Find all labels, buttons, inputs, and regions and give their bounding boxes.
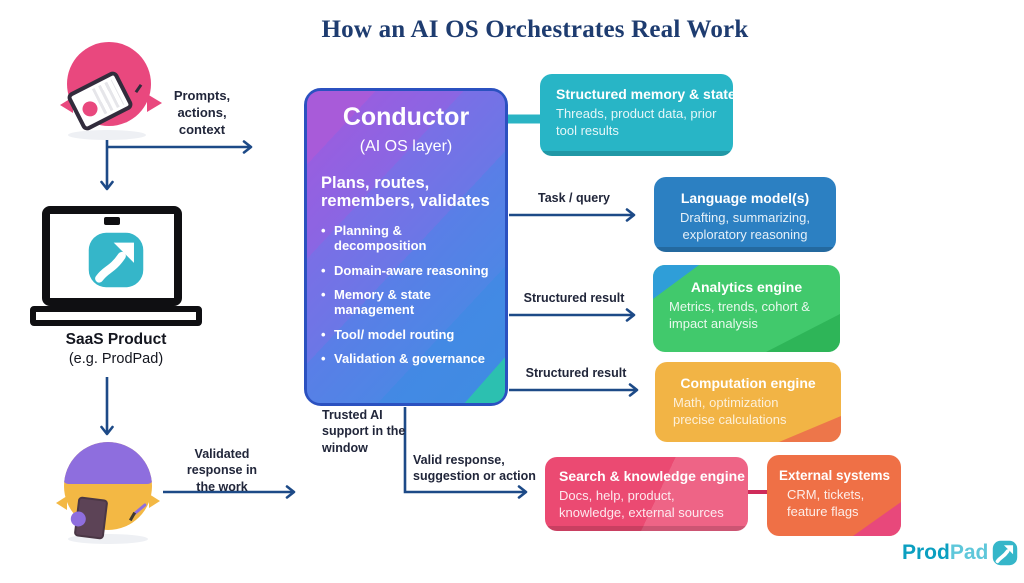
tablet-icon (69, 496, 109, 540)
page-title: How an AI OS Orchestrates Real Work (321, 16, 749, 43)
arrow-valid-response (403, 407, 528, 499)
laptop-icon (30, 196, 202, 328)
language-model-box: Language model(s) Drafting, summarizing,… (654, 177, 836, 252)
saas-product-subtitle: (e.g. ProdPad) (68, 351, 164, 367)
structured-result-label: Structured result (523, 291, 625, 305)
box-title: Computation engine (680, 375, 816, 391)
brand-text-light: Pad (949, 541, 989, 564)
prompts-label: Prompts, actions, context (173, 88, 231, 137)
brand-text-bold: Prod (902, 541, 950, 564)
trusted-support-label: Trusted AI support in the window (322, 408, 406, 455)
box-desc: Docs, help, product, knowledge, external… (559, 488, 724, 520)
external-systems-box: External systems CRM, tickets, feature f… (767, 455, 901, 536)
conductor-bullet: Planning & decomposition (321, 223, 495, 254)
conductor-tagline: Plans, routes, remembers, validates (321, 174, 490, 211)
box-title: Language model(s) (680, 190, 810, 206)
clipboard-dot (79, 98, 101, 119)
box-title: External systems (779, 468, 891, 483)
conductor-bullet: Tool/ model routing (321, 327, 495, 343)
laptop-base (30, 306, 202, 326)
response-user-character-icon (56, 438, 160, 544)
conductor-subtitle: (AI OS layer) (359, 138, 453, 155)
box-title: Structured memory & state (556, 86, 733, 102)
box-desc: Drafting, summarizing, exploratory reaso… (679, 210, 811, 242)
character-cap (64, 442, 152, 484)
box-desc: Metrics, trends, cohort & impact analysi… (669, 299, 810, 331)
conductor-bullet-list: Planning & decomposition Domain-aware re… (321, 223, 495, 367)
character-shadow (68, 130, 146, 140)
box-desc: Threads, product data, prior tool result… (556, 106, 717, 138)
character-ear (147, 94, 162, 112)
task-query-label: Task / query (537, 191, 611, 205)
structured-result-label: Structured result (525, 366, 627, 380)
valid-response-label: Valid response, suggestion or action (413, 453, 536, 484)
prodpad-arrow-icon (993, 540, 1018, 566)
validated-response-label: Validated response in the work (186, 447, 258, 494)
saas-product-title: SaaS Product (65, 331, 167, 348)
laptop-camera (104, 217, 120, 225)
conductor-bullet: Validation & governance (321, 351, 495, 367)
box-desc: CRM, tickets, feature flags (787, 487, 865, 519)
conductor-box: Conductor (AI OS layer) Plans, routes, r… (304, 88, 508, 406)
saas-product-label: SaaS Product (e.g. ProdPad) (30, 331, 202, 367)
conductor-title: Conductor (342, 103, 470, 131)
box-desc: Math, optimization precise calculations (673, 395, 787, 427)
conductor-bullet: Memory & state management (321, 287, 495, 318)
box-title: Analytics engine (690, 279, 803, 295)
box-title: Search & knowledge engine (559, 468, 745, 484)
analytics-engine-box: Analytics engine Metrics, trends, cohort… (653, 265, 840, 352)
structured-memory-box: Structured memory & state Threads, produ… (540, 74, 733, 156)
character-shadow (68, 534, 148, 544)
character-hand (69, 510, 87, 528)
prodpad-arrow-icon (88, 232, 144, 288)
conductor-box-surface: Conductor (AI OS layer) Plans, routes, r… (307, 91, 505, 403)
computation-engine-box: Computation engine Math, optimization pr… (655, 362, 841, 442)
prompt-user-character-icon (60, 42, 162, 142)
character-ear (149, 494, 160, 508)
conductor-bullet: Domain-aware reasoning (321, 263, 495, 279)
search-knowledge-engine-box: Search & knowledge engine Docs, help, pr… (545, 457, 748, 531)
character-ear (56, 496, 67, 510)
